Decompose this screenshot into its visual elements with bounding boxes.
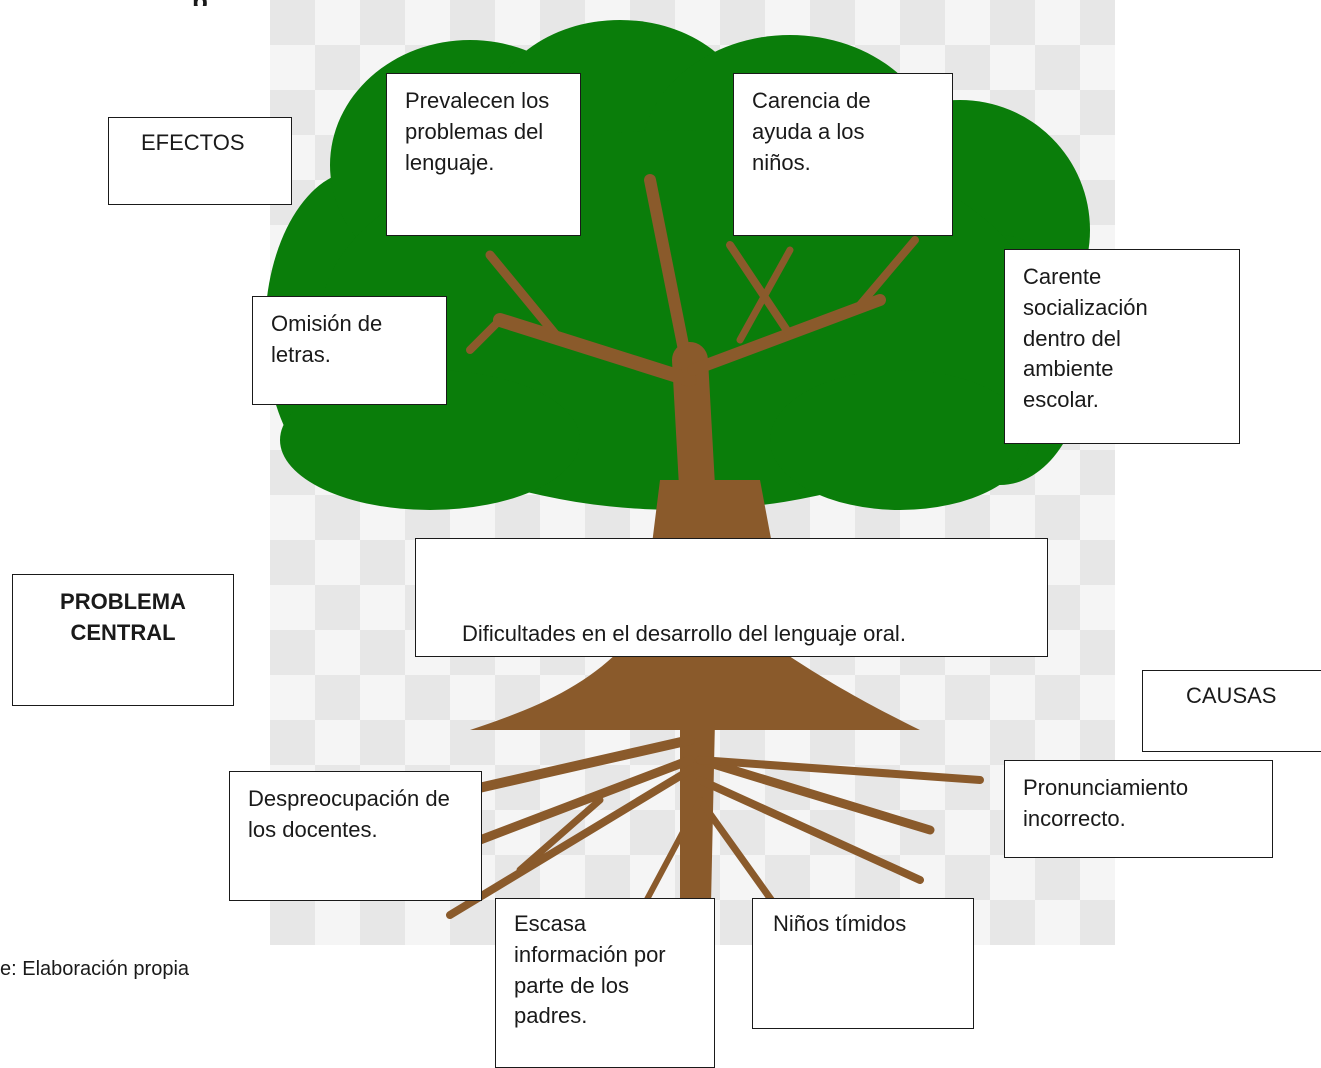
cause-text: Despreocupación de los docentes. (248, 786, 450, 842)
source-note: e: Elaboración propia (0, 958, 190, 980)
effect-box-carente: Carente socialización dentro del ambient… (1004, 249, 1240, 444)
causes-label-box: CAUSAS (1142, 670, 1321, 752)
central-problem-text: Dificultades en el desarrollo del lengua… (462, 621, 906, 646)
effect-box-prevalecen: Prevalecen los problemas del lenguaje. (386, 73, 581, 236)
tree-root-flare (470, 650, 920, 730)
cause-text: Escasa información por parte de los padr… (514, 911, 666, 1029)
central-label-box: PROBLEMA CENTRAL (12, 574, 234, 706)
tree-roots (446, 735, 984, 953)
effect-box-omision: Omisión de letras. (252, 296, 447, 405)
effect-text: Carente socialización dentro del ambient… (1023, 264, 1148, 413)
central-label: PROBLEMA CENTRAL (60, 589, 186, 645)
cause-text: Pronunciamiento incorrecto. (1023, 775, 1189, 831)
cause-box-timidos: Niños tímidos (752, 898, 974, 1029)
cause-text: Niños tímidos (773, 911, 907, 936)
cause-box-pronunciamiento: Pronunciamiento incorrecto. (1004, 760, 1273, 858)
effect-box-carencia: Carencia de ayuda a los niños. (733, 73, 953, 236)
cut-off-title: p (192, 0, 232, 6)
cause-box-despreocupacion: Despreocupación de los docentes. (229, 771, 482, 901)
effects-label-box: EFECTOS (108, 117, 292, 205)
central-problem-box: Dificultades en el desarrollo del lengua… (415, 538, 1048, 657)
effects-label: EFECTOS (141, 130, 245, 155)
effect-text: Carencia de ayuda a los niños. (752, 88, 871, 175)
effect-text: Prevalecen los problemas del lenguaje. (405, 88, 550, 175)
causes-label: CAUSAS (1186, 683, 1277, 708)
cause-box-escasa: Escasa información por parte de los padr… (495, 898, 715, 1068)
effect-text: Omisión de letras. (271, 311, 383, 367)
